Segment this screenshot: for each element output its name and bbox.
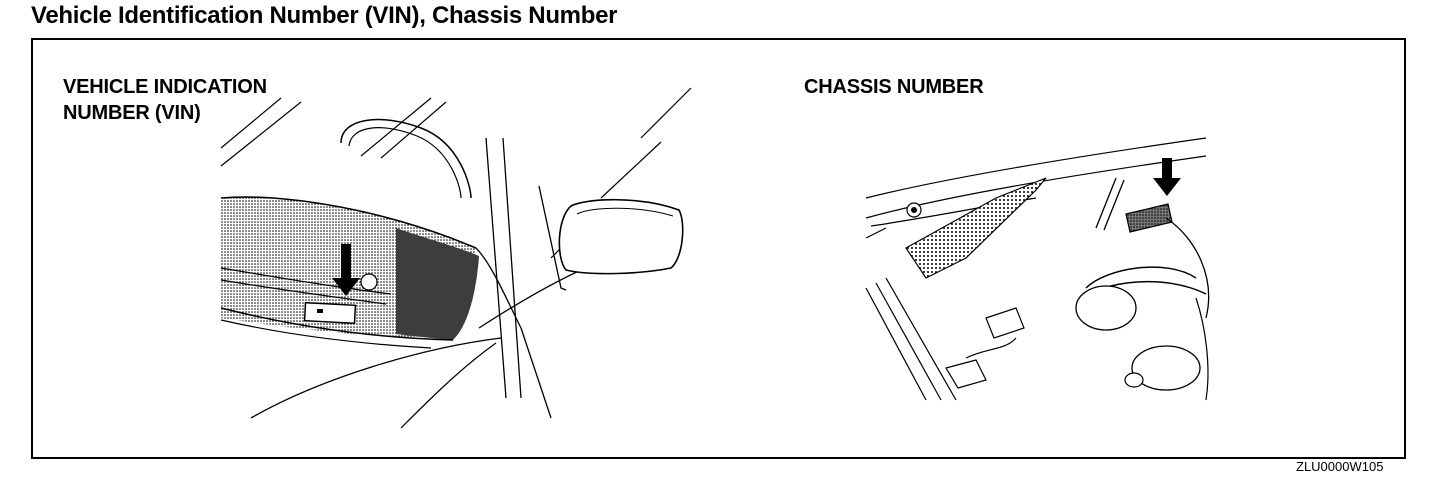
vin-label-line1: VEHICLE INDICATION (63, 76, 267, 98)
vin-illustration (220, 87, 692, 429)
chassis-panel-label: CHASSIS NUMBER (804, 76, 984, 98)
figure-frame: VEHICLE INDICATION NUMBER (VIN) (31, 38, 1406, 459)
vin-panel-label: VEHICLE INDICATION NUMBER (VIN) (63, 74, 267, 126)
page-title: Vehicle Identification Number (VIN), Cha… (31, 2, 618, 29)
figure-code: ZLU0000W105 (1296, 459, 1384, 474)
chassis-illustration (865, 137, 1210, 401)
vin-label-line2: NUMBER (VIN) (63, 102, 201, 124)
